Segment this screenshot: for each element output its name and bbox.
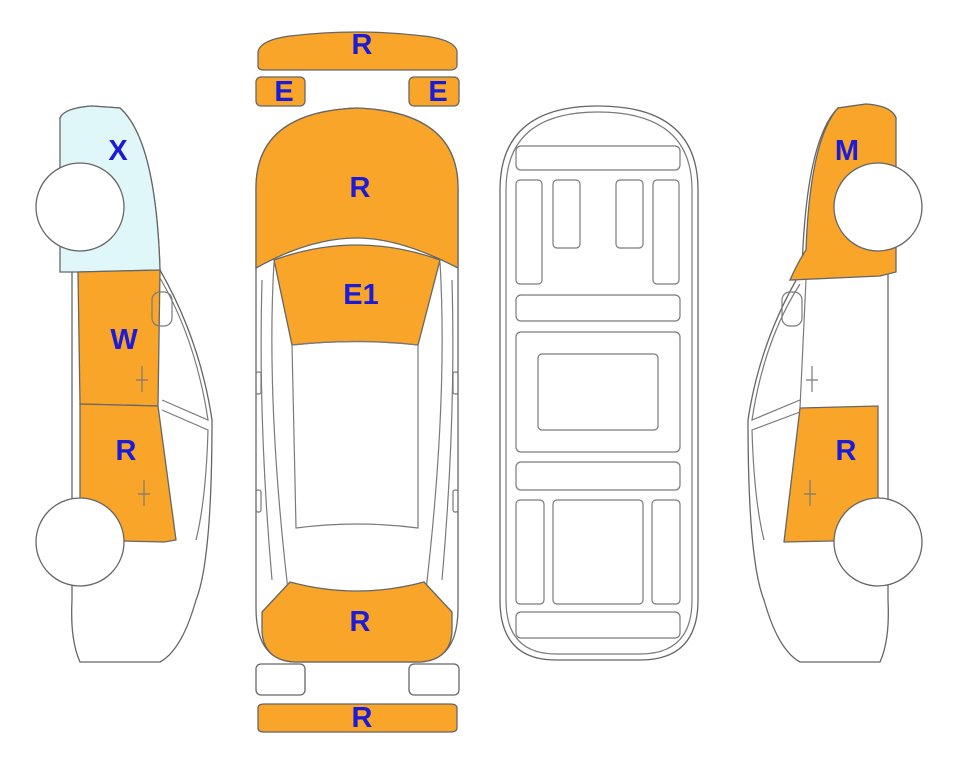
front-bumper-label: R (352, 29, 373, 61)
underbody-floor-pan (537, 353, 659, 431)
right-window-line (751, 283, 801, 421)
rear-bumper-part[interactable]: R (257, 702, 458, 734)
windshield-label: E1 (343, 279, 378, 311)
rear-bumper-shape (257, 703, 458, 733)
underbody-engine-left (552, 179, 581, 249)
mirror-left (255, 371, 262, 395)
underbody-floor-frame (515, 331, 681, 453)
left-front-door-label: R (116, 435, 137, 467)
headlight-left-part[interactable]: E (255, 76, 306, 108)
headlight-left-label: E (274, 76, 293, 108)
underbody-outline (499, 105, 699, 661)
underbody-rear-bar (515, 611, 681, 639)
underbody-front-crossmember (515, 145, 681, 171)
underbody-rear-crossmember (515, 461, 681, 491)
handle-left (255, 489, 262, 513)
underbody-front-left-rail (515, 179, 543, 285)
left-front-wheel (35, 497, 125, 587)
right-handle-rear (806, 366, 818, 392)
rear-light-left-shape[interactable] (255, 663, 306, 696)
left-rear-quarter-label: X (108, 135, 128, 167)
right-rear-quarter-label: M (835, 135, 859, 167)
underbody-mid-crossmember (515, 294, 681, 322)
right-rear-wheel (833, 162, 923, 252)
right-mirror (781, 291, 803, 327)
rear-light-right-shape[interactable] (408, 663, 460, 696)
rear-bumper-label: R (352, 702, 373, 734)
right-front-wheel (833, 497, 923, 587)
underbody-engine-right (615, 179, 644, 249)
underbody-rear-left-rail (515, 499, 545, 605)
left-side-view: X W R (35, 105, 213, 663)
underbody-inner-outline (505, 111, 693, 655)
trunk-shape (261, 581, 453, 663)
roof-right-inner (441, 279, 454, 581)
right-window-line-2 (751, 411, 801, 541)
right-handle-front (804, 480, 816, 506)
underbody-front-right-rail (652, 179, 680, 285)
headlight-left-shape (255, 76, 306, 107)
handle-right (452, 489, 459, 513)
underbody-view (499, 105, 699, 661)
right-front-door-label: R (836, 435, 857, 467)
left-handle-rear (136, 366, 148, 392)
front-bumper-part[interactable]: R (257, 29, 458, 71)
roof-left-rail (271, 261, 289, 591)
hood-label: R (350, 172, 371, 204)
mirror-right (452, 371, 459, 395)
left-window-line-2 (161, 409, 209, 541)
left-handle-front (138, 480, 150, 506)
left-mirror (151, 291, 173, 327)
roof-right-rail (425, 261, 443, 591)
right-side-view: M R (747, 103, 923, 663)
front-bumper-shape (257, 31, 458, 71)
roof-left-inner (260, 279, 273, 581)
roof-outline (291, 340, 419, 529)
underbody-tank (552, 499, 644, 605)
left-rear-door-label: W (110, 324, 138, 356)
right-door-line (799, 279, 807, 409)
headlight-right-part[interactable]: E (408, 76, 460, 108)
trunk-label: R (350, 606, 371, 638)
left-rear-wheel (35, 162, 125, 252)
underbody-rear-right-rail (651, 499, 681, 605)
headlight-right-label: E (428, 76, 447, 108)
headlight-right-shape (408, 76, 460, 107)
hood-shape (255, 107, 459, 270)
